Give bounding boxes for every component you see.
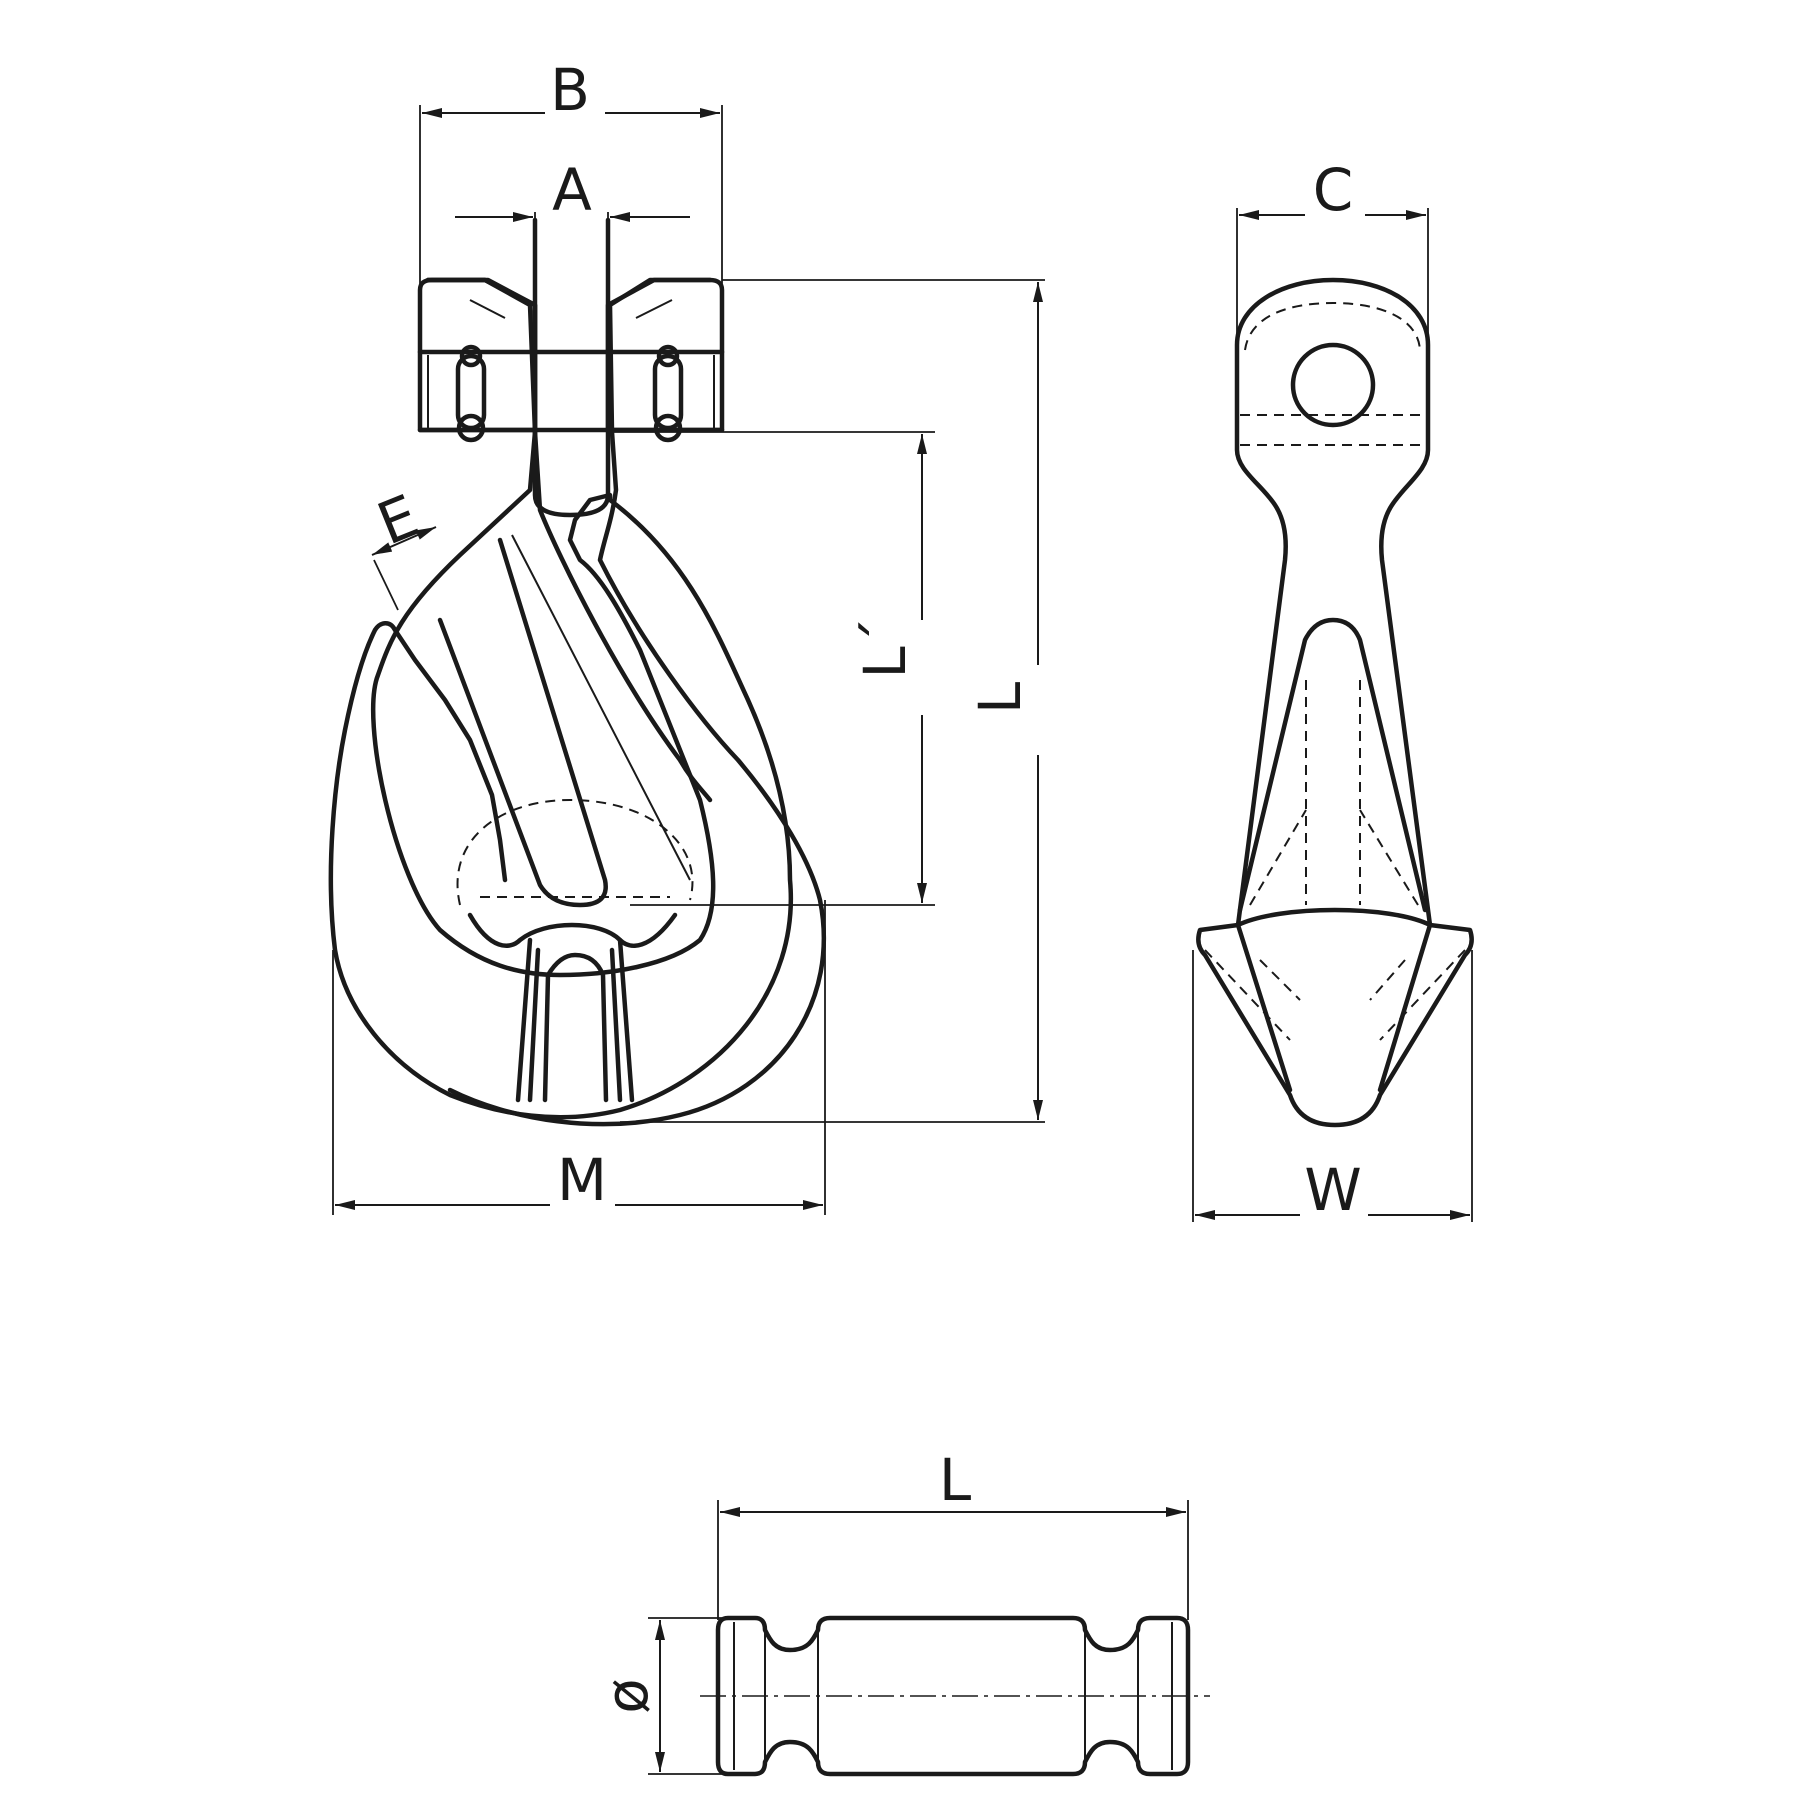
pin-outline bbox=[715, 1615, 1191, 1777]
label-pin-L: L bbox=[939, 1446, 971, 1514]
side-outline bbox=[1196, 277, 1474, 1128]
dim-L: L bbox=[620, 279, 1045, 1123]
throat-inner-line bbox=[511, 534, 691, 881]
dim-pin-diameter: ø bbox=[593, 1617, 722, 1775]
pin-ring-right bbox=[652, 353, 684, 431]
pocket-center bbox=[542, 952, 609, 1103]
hook-body bbox=[425, 277, 713, 803]
dim-A: A bbox=[455, 156, 690, 300]
hook-throat bbox=[437, 537, 608, 908]
side-cone-hidden bbox=[1204, 949, 1466, 1041]
label-W: W bbox=[1304, 1156, 1361, 1224]
label-E: E bbox=[368, 482, 427, 559]
saddle-hidden-arc bbox=[456, 798, 694, 906]
dim-pin-L: L bbox=[717, 1446, 1189, 1620]
label-M: M bbox=[557, 1146, 607, 1214]
pocket-right-finger bbox=[617, 937, 635, 1103]
dim-W: W bbox=[1192, 950, 1473, 1224]
pin-ring-left bbox=[455, 353, 487, 431]
label-pin-diameter: ø bbox=[593, 1678, 661, 1714]
pin-detail bbox=[700, 1615, 1210, 1777]
dim-B: B bbox=[419, 56, 723, 285]
clevis-left-ear bbox=[417, 277, 538, 433]
label-L-prime: L´ bbox=[851, 617, 919, 678]
side-collar bbox=[1235, 907, 1433, 928]
hook-front-view bbox=[328, 217, 827, 1127]
side-throat-hidden-v bbox=[1249, 809, 1419, 906]
label-C: C bbox=[1313, 156, 1354, 224]
hook-side-view bbox=[1196, 277, 1474, 1128]
side-eye-hole bbox=[1290, 342, 1376, 428]
hook-outline bbox=[328, 277, 794, 1120]
pocket-left-finger bbox=[515, 937, 533, 1103]
ring-ball-right-bottom bbox=[653, 413, 683, 443]
pocket-right-finger-2 bbox=[609, 947, 623, 1103]
hook-back bbox=[447, 277, 827, 1127]
pocket-left-finger-2 bbox=[527, 947, 541, 1103]
label-A: A bbox=[552, 156, 592, 224]
clevis-right-bevel bbox=[635, 299, 673, 319]
ring-ball-left-top bbox=[459, 344, 483, 368]
side-throat bbox=[1237, 617, 1428, 913]
saddle-lip bbox=[467, 912, 678, 948]
ring-ball-right-top bbox=[656, 344, 680, 368]
clevis-slot bbox=[532, 217, 611, 518]
dim-C: C bbox=[1236, 156, 1429, 345]
ring-ball-left-bottom bbox=[456, 413, 486, 443]
label-B: B bbox=[550, 56, 590, 124]
label-L: L bbox=[966, 682, 1034, 714]
dim-L-prime: L´ bbox=[610, 431, 935, 906]
side-cone bbox=[1235, 922, 1433, 1093]
clevis-left-bevel bbox=[469, 299, 506, 319]
side-eye-hidden-arc bbox=[1244, 301, 1421, 351]
dim-M: M bbox=[332, 900, 826, 1215]
